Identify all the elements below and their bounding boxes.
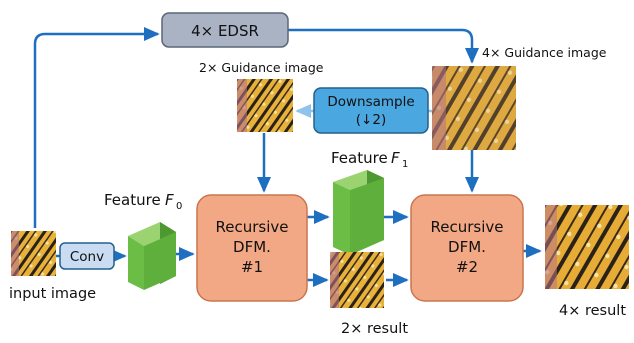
downsample-label-line2: (↓2) bbox=[356, 112, 386, 128]
conv-block: Conv bbox=[59, 242, 115, 270]
dfm2-label-line2: DFM. bbox=[448, 238, 486, 256]
dfm2-label-line1: Recursive bbox=[431, 218, 504, 236]
downsample-block: Downsample (↓2) bbox=[313, 87, 429, 134]
dfm1-label-line1: Recursive bbox=[216, 218, 289, 236]
feature-f0-text: Feature bbox=[104, 191, 161, 209]
result-4x-label: 4× result bbox=[559, 303, 626, 319]
feature-f1-text: Feature bbox=[331, 149, 388, 167]
connectors bbox=[33, 27, 542, 287]
feature-f1-label: Feature F 1 bbox=[331, 149, 408, 170]
arrow-input-to-edsr bbox=[33, 27, 160, 228]
guidance-4x-image bbox=[432, 66, 516, 150]
dfm1-label-line2: DFM. bbox=[233, 238, 271, 256]
edsr-label: 4× EDSR bbox=[191, 22, 259, 40]
conv-label: Conv bbox=[70, 249, 104, 265]
feature-f0-symbol: F bbox=[165, 191, 174, 209]
downsample-label-line1: Downsample bbox=[327, 94, 414, 110]
guidance-2x-label: 2× Guidance image bbox=[199, 60, 324, 75]
input-image-label: input image bbox=[9, 286, 96, 302]
arrow-edsr-to-guidance4x bbox=[288, 28, 479, 64]
feature-f1-symbol: F bbox=[391, 149, 400, 167]
dfm1-block: Recursive DFM. #1 bbox=[196, 194, 308, 302]
guidance-2x-image bbox=[237, 79, 293, 132]
result-2x-image bbox=[330, 252, 384, 308]
edsr-block: 4× EDSR bbox=[161, 12, 289, 48]
result-4x-image bbox=[545, 205, 629, 289]
dfm2-block: Recursive DFM. #2 bbox=[410, 194, 524, 302]
dfm2-label-line3: #2 bbox=[456, 258, 478, 276]
input-image bbox=[11, 231, 56, 276]
result-2x-label: 2× result bbox=[341, 321, 408, 337]
feature-f0-cube bbox=[128, 222, 176, 290]
feature-f0-subscript: 0 bbox=[176, 201, 182, 212]
feature-f1-subscript: 1 bbox=[402, 159, 408, 170]
feature-f1-cube bbox=[333, 170, 384, 255]
dfm1-label-line3: #1 bbox=[241, 258, 263, 276]
feature-f0-label: Feature F 0 bbox=[104, 191, 182, 212]
guidance-4x-label: 4× Guidance image bbox=[482, 45, 607, 60]
